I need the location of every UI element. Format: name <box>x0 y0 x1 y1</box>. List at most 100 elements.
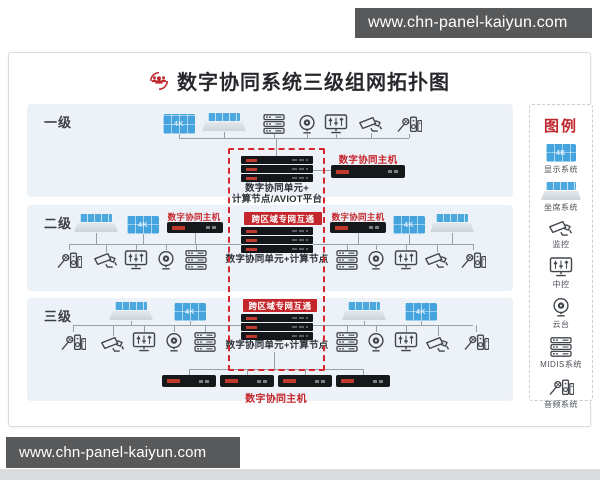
connector-line <box>196 244 197 250</box>
collab-host-node <box>278 375 332 387</box>
connector-line <box>476 325 477 332</box>
connector-line <box>190 321 191 325</box>
connector-line <box>144 325 145 332</box>
rack-unit <box>241 323 313 331</box>
audio-system-icon <box>396 114 422 134</box>
central-control-icon <box>549 257 573 277</box>
connector-line <box>247 369 248 375</box>
midis-server-icon <box>550 337 572 357</box>
connector-line <box>136 244 137 250</box>
watermark-top-text: www.chn-panel-kaiyun.com <box>368 14 568 31</box>
legend-item-label: MIDIS系统 <box>540 360 582 369</box>
central-control-icon <box>324 114 348 134</box>
collab-host-node <box>336 375 390 387</box>
legend-item: 4K 显示系统 <box>544 144 578 175</box>
connector-line <box>406 244 407 250</box>
connector-line <box>179 134 180 138</box>
collab-unit-label-line1: 数字协同单元+ <box>245 183 309 194</box>
connector-line <box>409 134 410 138</box>
collab-unit-node <box>241 156 313 182</box>
legend-item: 云台 <box>551 297 571 330</box>
connector-line <box>313 244 473 245</box>
central-control-icon <box>394 250 418 270</box>
collab-unit-label: 数字协同单元+计算节点 <box>225 340 329 351</box>
connector-line <box>106 244 107 252</box>
connector-line <box>347 244 348 250</box>
seat-desk-icon <box>202 113 246 131</box>
level-1-label: 一级 <box>44 115 73 130</box>
connector-line <box>73 325 74 332</box>
rack-unit <box>241 245 313 253</box>
seat-desk-icon <box>342 302 386 320</box>
ptz-camera-icon <box>366 332 386 352</box>
connector-line <box>274 352 275 369</box>
connector-line <box>438 325 439 336</box>
rack-unit <box>241 227 313 235</box>
surveillance-camera-icon <box>93 252 119 269</box>
connector-line <box>376 325 377 332</box>
page-title: 数字协同系统三级组网拓扑图 <box>177 72 450 94</box>
ptz-camera-icon <box>551 297 571 317</box>
rack-unit <box>241 314 313 322</box>
rack-unit <box>241 165 313 173</box>
audio-system-icon <box>548 377 574 397</box>
connector-line <box>363 369 364 375</box>
connector-line <box>189 369 190 375</box>
surveillance-camera-icon <box>548 220 574 237</box>
connector-line <box>305 369 306 375</box>
legend-title: 图例 <box>543 118 578 135</box>
legend-item: 监控 <box>548 220 574 250</box>
diagram-card: 数字协同系统三级组网拓扑图 一级 二级 三级 4K 数字协同单元+ 计算节点/A… <box>8 52 593 427</box>
midis-server-icon <box>336 250 358 270</box>
legend-item: 音频系统 <box>544 377 578 410</box>
collab-unit-label: 数字协同单元+计算节点 <box>225 254 329 265</box>
level-2-label: 二级 <box>44 216 73 231</box>
diagram-header: 数字协同系统三级组网拓扑图 <box>9 66 590 95</box>
host-label: 数字协同主机 <box>245 394 307 405</box>
connector-line <box>143 234 144 244</box>
seat-desk-icon <box>430 214 474 232</box>
connector-line <box>131 321 132 325</box>
audio-system-icon <box>60 332 86 352</box>
connector-line <box>69 244 70 250</box>
central-control-icon <box>124 250 148 270</box>
connector-line <box>452 233 453 244</box>
surveillance-camera-icon <box>358 116 384 133</box>
surveillance-camera-icon <box>424 252 450 269</box>
display-4k-icon: 4K <box>163 114 195 134</box>
collab-host-node <box>162 375 216 387</box>
4k-label: 4K <box>404 221 414 229</box>
collaboration-people-icon <box>149 71 169 91</box>
4k-label: 4K <box>185 308 195 316</box>
4k-label: 4K <box>138 221 148 229</box>
display-4k-icon: 4K <box>405 303 437 321</box>
legend-item-label: 坐席系统 <box>544 203 578 212</box>
surveillance-camera-icon <box>100 336 126 353</box>
connector-line <box>347 325 348 332</box>
rack-unit <box>241 236 313 244</box>
display-4k-icon: 4K <box>546 144 576 162</box>
connector-line <box>96 233 97 244</box>
connector-line <box>179 138 409 139</box>
connector-line <box>195 233 196 244</box>
ptz-camera-icon <box>156 250 176 270</box>
watermark-bottom-text: www.chn-panel-kaiyun.com <box>19 444 207 461</box>
seat-desk-icon <box>541 182 581 200</box>
4k-label: 4K <box>556 149 566 157</box>
bottom-gray-strip <box>0 469 600 480</box>
connector-line <box>313 325 473 326</box>
rack-unit <box>241 332 313 340</box>
connector-line <box>174 325 175 332</box>
collab-host-node <box>167 222 223 233</box>
connector-line <box>313 170 331 171</box>
watermark-bottom: www.chn-panel-kaiyun.com <box>6 437 240 468</box>
collab-unit-label-line2: 计算节点/AVIOT平台 <box>231 193 323 205</box>
rack-unit <box>241 174 313 182</box>
collab-unit-label: 数字协同单元+ 计算节点/AVIOT平台 <box>197 183 357 205</box>
4k-label: 4K <box>174 120 184 128</box>
legend-item-label: 云台 <box>552 320 570 329</box>
central-control-icon <box>394 332 418 352</box>
audio-system-icon <box>56 250 82 270</box>
collab-unit-node <box>241 314 313 340</box>
connector-line <box>69 244 241 245</box>
